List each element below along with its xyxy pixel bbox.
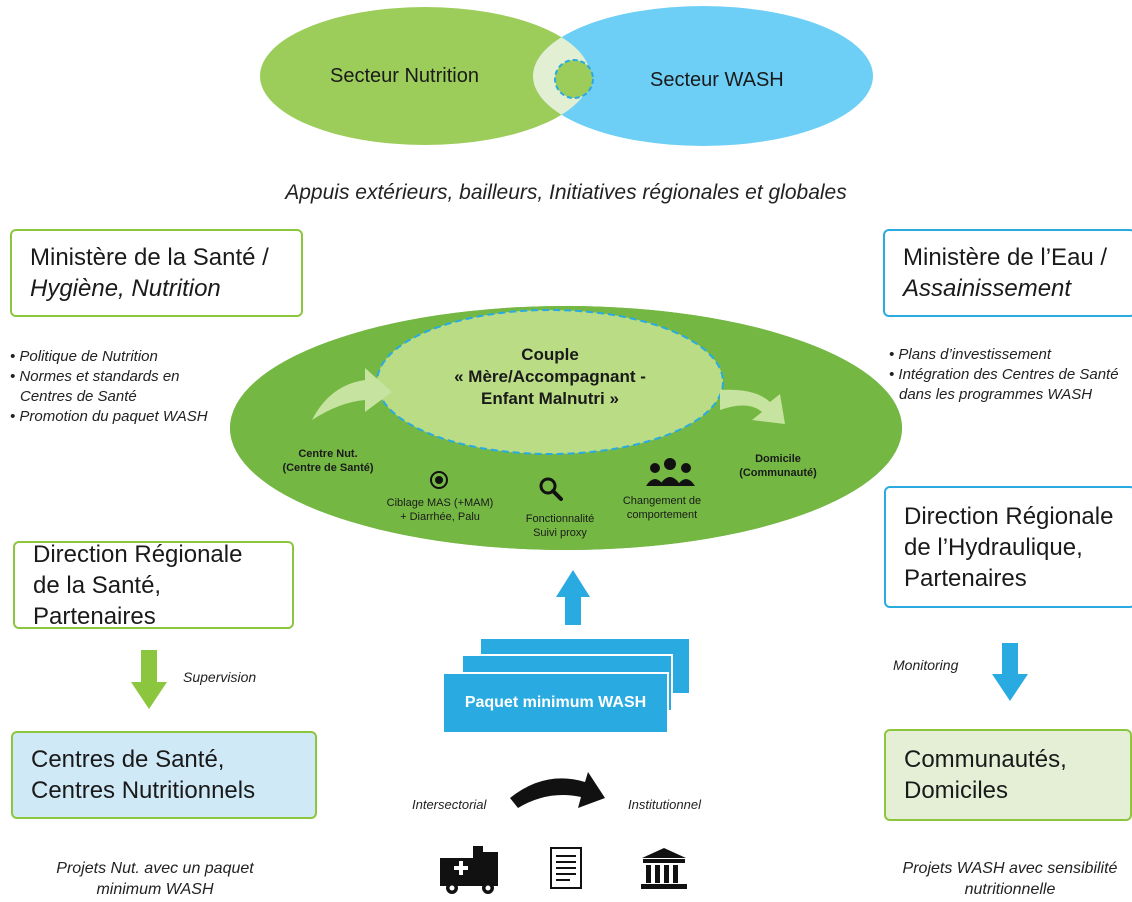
up-arrow [556,570,590,625]
wash-sector-label: Secteur WASH [650,69,784,91]
list-item: • Promotion du paquet WASH [10,408,208,425]
changement-label: Changement de comportement [612,494,712,522]
paquet-card-front [442,672,669,734]
communities-text: Communautés, Domiciles [904,746,1067,804]
health-ministry-line2: Hygiène, Nutrition [30,275,221,302]
ciblage-label: Ciblage MAS (+MAM) + Diarrhée, Palu [384,496,496,524]
ambulance-icon [440,846,498,894]
subtitle: Appuis extérieurs, bailleurs, Initiative… [285,181,847,204]
supervision-arrow [131,650,167,709]
ciblage-line1: Ciblage MAS (+MAM) [386,497,494,509]
people-group-icon [646,458,695,486]
water-ministry-line1: Ministère de l’Eau / [903,244,1108,271]
health-centres-box: Centres de Santé, Centres Nutritionnels [11,731,317,819]
overlap-circle [554,59,594,99]
wash-sector-ellipse [533,6,873,146]
health-ministry-line1: Ministère de la Santé / [30,244,269,271]
health-ministry-box: Ministère de la Santé / Hygiène, Nutriti… [10,229,303,317]
monitoring-arrow [992,643,1028,701]
intersectorial-label: Intersectorial [412,797,487,812]
couple-title-line1: Couple [521,345,579,364]
ciblage-line2: + Diarrhée, Palu [400,511,480,523]
hydraulics-regional-box: Direction Régionale de l’Hydraulique, Pa… [884,486,1132,608]
changement-line2: comportement [626,509,698,521]
health-regional-box: Direction Régionale de la Santé, Partena… [13,540,294,630]
institutionnel-label: Institutionnel [628,797,701,812]
list-item: • Plans d’investissement [889,346,1051,363]
couple-title: Couple « Mère/Accompagnant - Enfant Maln… [440,344,660,410]
list-item: • Intégration des Centres de Santé dans … [889,366,1119,403]
health-centres-text: Centres de Santé, Centres Nutritionnels [31,746,256,804]
centre-nut-label: Centre Nut. (Centre de Santé) [268,447,388,475]
target-icon [430,471,448,489]
magnifier-icon [539,477,563,501]
fonctionnalite-line1: Fonctionnalité [525,513,595,525]
nutrition-sector-label: Secteur Nutrition [330,65,479,87]
domicile-line1: Domicile [755,453,801,465]
water-ministry-bullets: • Plans d’investissement • Intégration d… [889,345,1125,405]
left-flow-arrow [312,368,392,420]
water-ministry-line2: Assainissement [903,275,1072,302]
water-ministry-box: Ministère de l’Eau / Assainissement [883,229,1132,317]
institution-building-icon [641,848,687,889]
changement-line1: Changement de [622,495,702,507]
hydraulics-regional-text: Direction Régionale de l’Hydraulique, Pa… [904,502,1114,592]
monitoring-label: Monitoring [893,657,959,673]
list-item: • Politique de Nutrition [10,348,158,365]
paquet-minimum-label: Paquet minimum WASH [464,694,647,711]
intersectorial-arrow [510,772,605,808]
couple-title-line3: Enfant Malnutri » [481,389,619,408]
health-regional-text: Direction Régionale de la Santé, Partena… [33,540,243,630]
domicile-line2: (Communauté) [739,467,817,479]
domicile-label: Domicile (Communauté) [728,452,828,480]
right-footer: Projets WASH avec sensibilité nutritionn… [902,860,1118,898]
health-ministry-bullets: • Politique de Nutrition • Normes et sta… [10,347,225,427]
couple-title-line2: « Mère/Accompagnant - [454,367,646,386]
centre-nut-line2: (Centre de Santé) [282,462,374,474]
left-footer: Projets Nut. avec un paquet minimum WASH [56,860,254,898]
right-flow-arrow [720,389,785,424]
fonctionnalite-line2: Suivi proxy [533,527,587,539]
document-icon [550,847,582,889]
list-item: • Normes et standards en Centres de Sant… [10,368,180,405]
supervision-label: Supervision [183,669,257,685]
fonctionnalite-label: Fonctionnalité Suivi proxy [510,512,610,540]
nutrition-sector-ellipse [260,7,590,145]
centre-nut-line1: Centre Nut. [298,448,358,460]
communities-box: Communautés, Domiciles [884,729,1132,821]
